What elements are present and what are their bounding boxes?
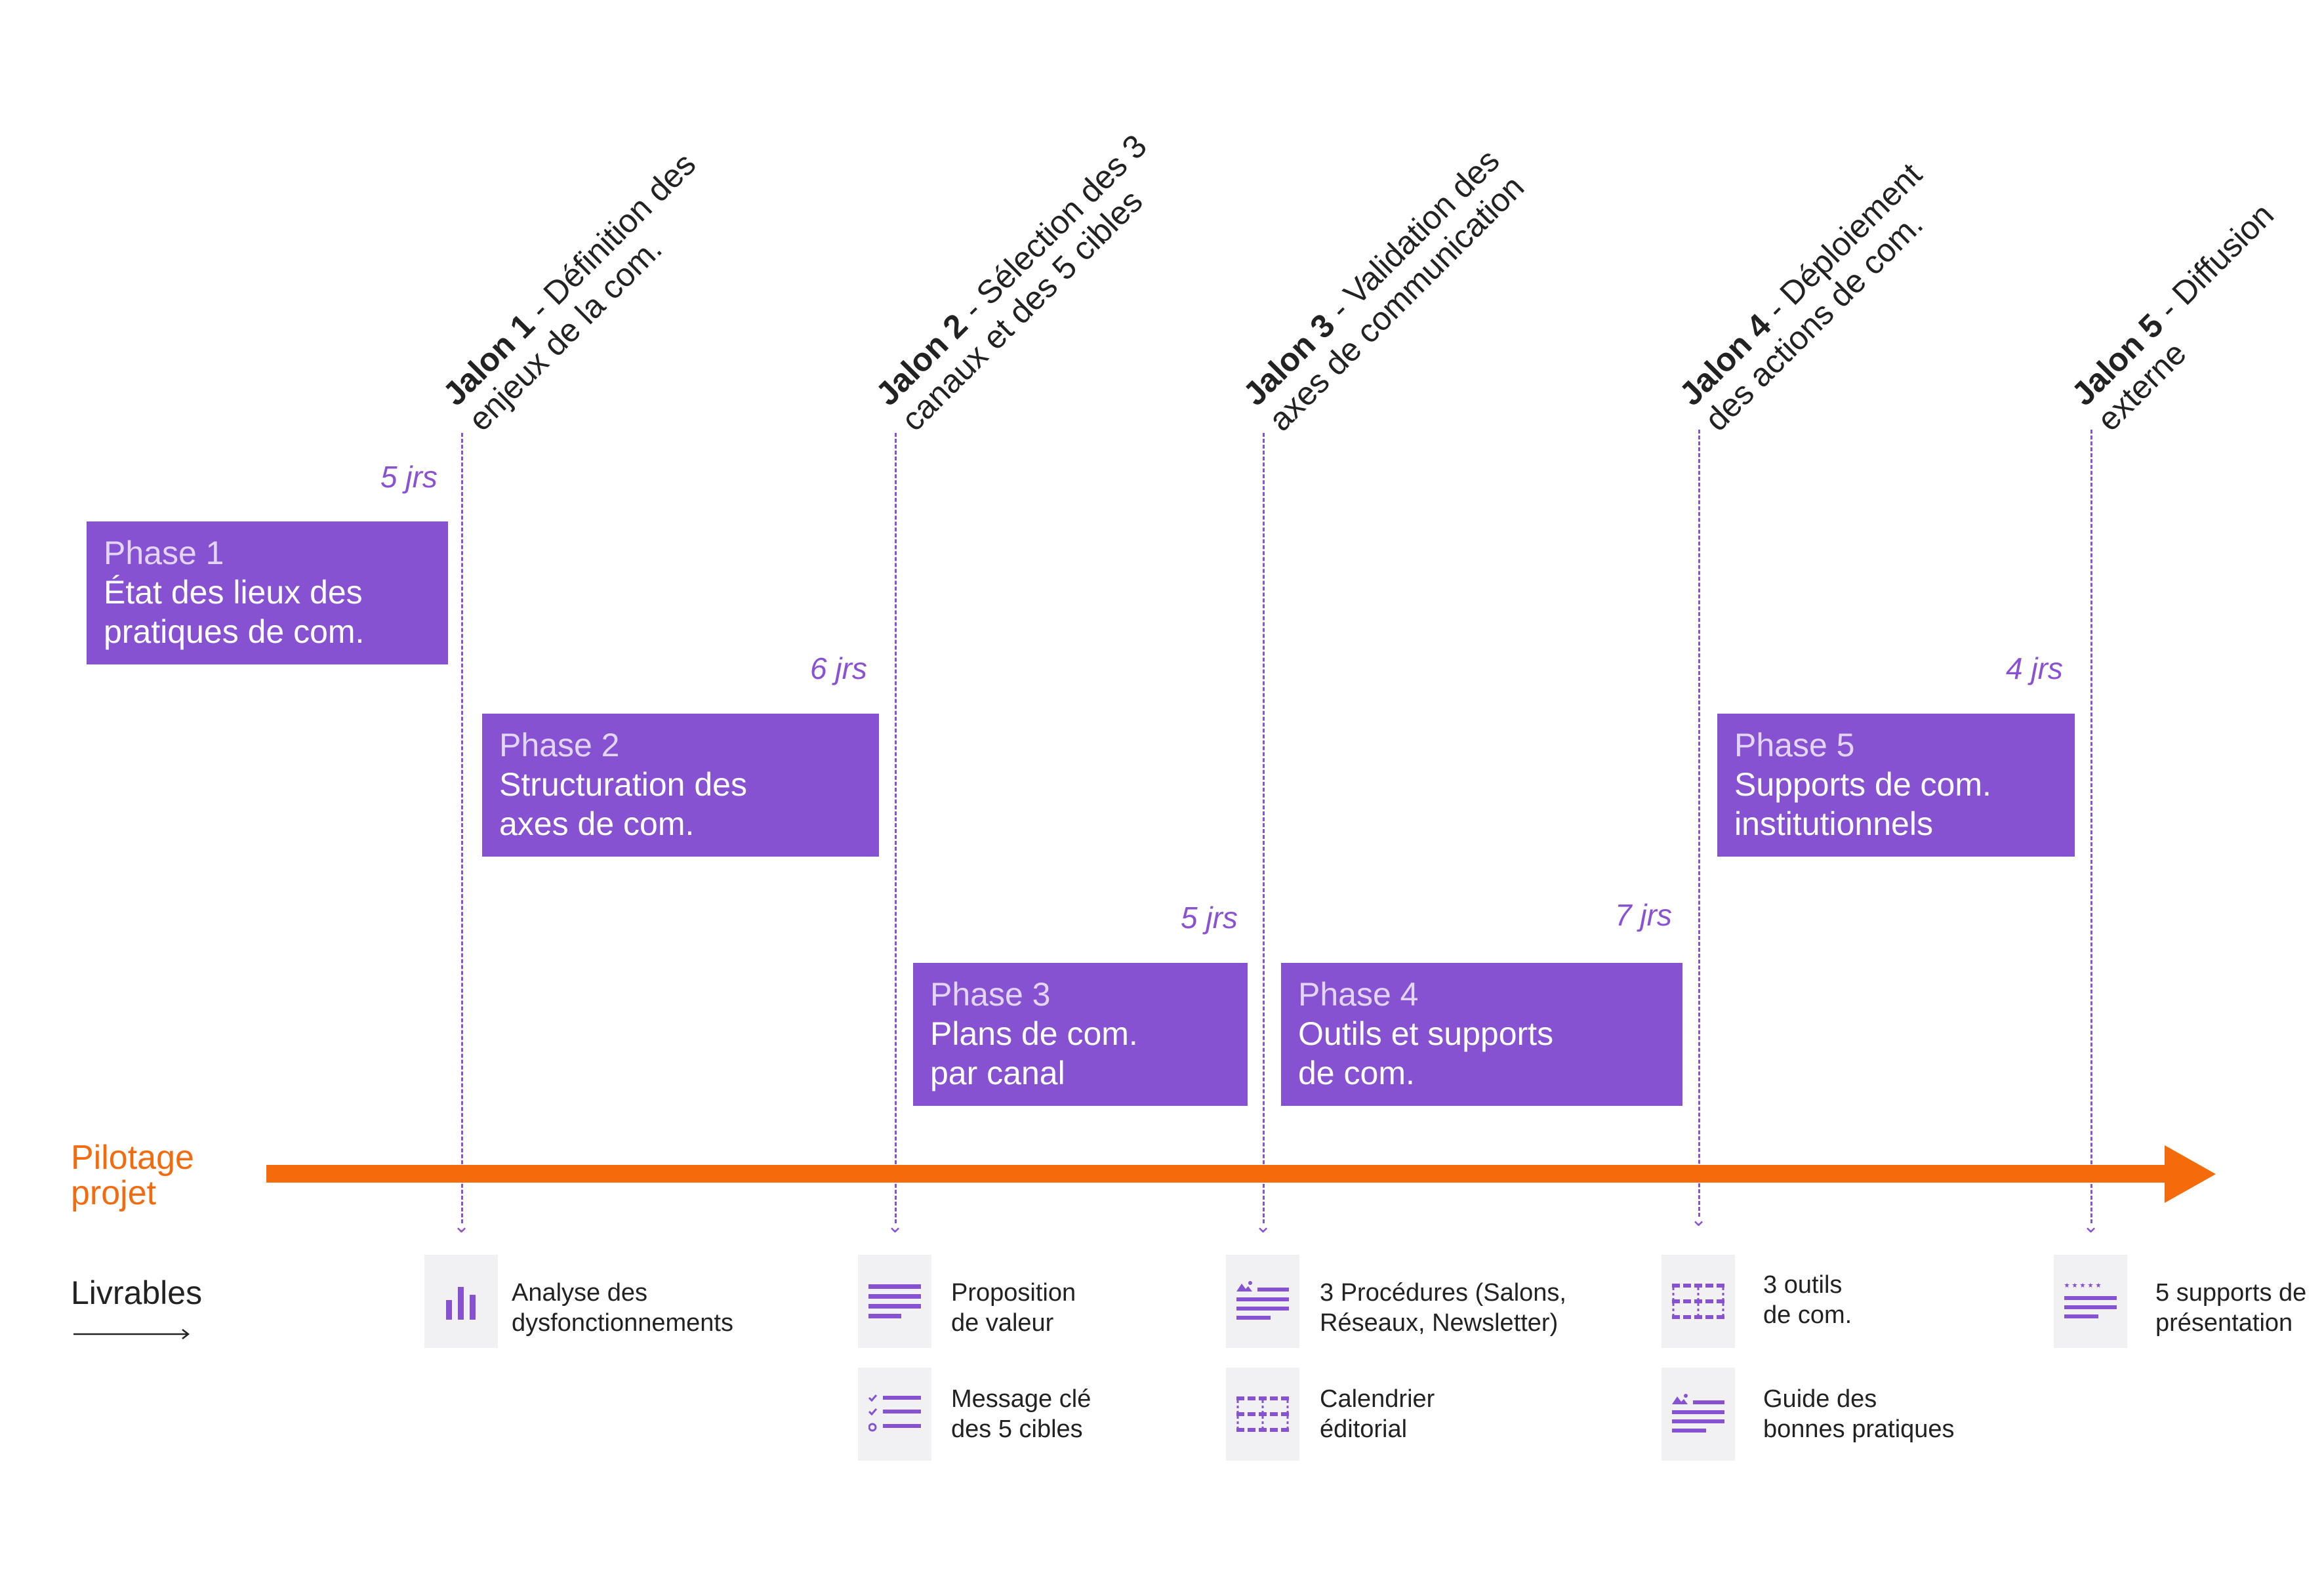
deliverable-8-label: 5 supports de présentation [2155, 1278, 2306, 1338]
phase-1-line-1: État des lieux des [104, 574, 363, 611]
deliverable-7-line-1: Guide des [1763, 1385, 1877, 1413]
jalon-2-title: Jalon 2 - Sélection des 3 canaux et des … [868, 127, 1179, 438]
deliverable-5-label: Calendrier éditorial [1320, 1384, 1435, 1444]
deliverable-4-tile [1226, 1255, 1299, 1348]
phase-5-duration: 4 jrs [2006, 651, 2063, 685]
jalon-2-text-2: canaux et des 5 cibles [894, 182, 1150, 438]
deliverable-2-line-1: Proposition [951, 1279, 1076, 1307]
phase-3-number: Phase 3 [930, 976, 1051, 1013]
phase-4-line-1: Outils et supports [1298, 1015, 1554, 1052]
jalon-3-arrow-icon: ⌄ [1255, 1215, 1272, 1237]
phase-4-line-2: de com. [1298, 1055, 1415, 1091]
deliverable-3-label: Message clé des 5 cibles [951, 1384, 1091, 1444]
phase-4-number: Phase 4 [1298, 976, 1419, 1013]
jalon-1-text-2: enjeux de la com. [461, 230, 669, 438]
deliverable-8-line-1: 5 supports de [2155, 1279, 2307, 1307]
phase-2-line-2: axes de com. [499, 805, 695, 842]
phase-4-duration: 7 jrs [1615, 898, 1672, 932]
phase-4-box: Phase 4 Outils et supports de com. [1281, 963, 1682, 1106]
deliverable-8-tile [2054, 1255, 2127, 1348]
jalon-5-line [2090, 430, 2092, 1223]
rating-list-icon [2064, 1283, 2117, 1318]
deliverable-6-line-1: 3 outils [1763, 1271, 1843, 1299]
pilotage-bar [266, 1165, 2169, 1183]
phase-5-number: Phase 5 [1734, 727, 1855, 763]
jalon-3-text-2: axes de communication [1261, 168, 1532, 438]
jalon-2-arrow-icon: ⌄ [887, 1215, 904, 1237]
pilotage-label: Pilotage projet [71, 1140, 194, 1211]
jalon-5-title: Jalon 5 - Diffusion externe [2064, 196, 2306, 438]
phase-1-box: Phase 1 État des lieux des pratiques de … [87, 521, 448, 664]
phase-1-line-2: pratiques de com. [104, 613, 365, 650]
deliverable-7-line-2: bonnes pratiques [1763, 1415, 1955, 1443]
deliverable-6-label: 3 outils de com. [1763, 1270, 1852, 1330]
jalon-4-arrow-icon: ⌄ [1690, 1209, 1707, 1230]
phase-2-box: Phase 2 Structuration des axes de com. [482, 714, 879, 857]
deliverable-1-line-2: dysfonctionnements [512, 1309, 733, 1337]
jalon-1-arrow-icon: ⌄ [453, 1215, 470, 1237]
deliverable-7-label: Guide des bonnes pratiques [1763, 1384, 1955, 1444]
deliverable-5-line-2: éditorial [1320, 1415, 1408, 1443]
jalon-4-text-2: des actions de com. [1698, 205, 1930, 438]
deliverable-8-line-2: présentation [2155, 1309, 2293, 1337]
phase-2-duration: 6 jrs [810, 651, 867, 685]
image-text-icon [1672, 1394, 1724, 1433]
phase-1-duration: 5 jrs [380, 460, 438, 494]
bar-chart-icon [446, 1287, 476, 1320]
phase-3-line-2: par canal [930, 1055, 1065, 1091]
deliverable-4-line-2: Réseaux, Newsletter) [1320, 1309, 1559, 1337]
pilotage-line-1: Pilotage [71, 1139, 194, 1177]
deliverable-4-label: 3 Procédures (Salons, Réseaux, Newslette… [1320, 1278, 1566, 1338]
jalon-3-title: Jalon 3 - Validation des axes de communi… [1236, 142, 1532, 438]
phase-3-box: Phase 3 Plans de com. par canal [913, 963, 1248, 1106]
text-lines-icon [868, 1284, 921, 1318]
phase-1-number: Phase 1 [104, 535, 224, 571]
image-text-icon [1236, 1281, 1289, 1320]
deliverable-6-tile [1661, 1255, 1735, 1348]
phase-2-number: Phase 2 [499, 727, 620, 763]
deliverable-1-line-1: Analyse des [512, 1279, 648, 1307]
jalon-1-line [461, 433, 463, 1223]
phase-2-line-1: Structuration des [499, 766, 747, 803]
deliverable-2-label: Proposition de valeur [951, 1278, 1076, 1338]
deliverable-5-tile [1226, 1368, 1299, 1461]
deliverable-1-label: Analyse des dysfonctionnements [512, 1278, 733, 1338]
jalon-3-line [1263, 433, 1265, 1223]
deliverable-5-line-1: Calendrier [1320, 1385, 1435, 1413]
phase-3-line-1: Plans de com. [930, 1015, 1138, 1052]
livrables-arrow-icon [73, 1329, 190, 1339]
deliverable-4-line-1: 3 Procédures (Salons, [1320, 1279, 1566, 1307]
deliverable-3-tile [858, 1368, 931, 1461]
deliverable-3-line-1: Message clé [951, 1385, 1091, 1413]
calendar-grid-icon [1672, 1284, 1724, 1319]
phase-3-duration: 5 jrs [1181, 901, 1238, 935]
checklist-icon [868, 1394, 921, 1432]
phase-5-box: Phase 5 Supports de com. institutionnels [1717, 714, 2075, 857]
phase-5-line-2: institutionnels [1734, 805, 1933, 842]
jalon-5-arrow-icon: ⌄ [2083, 1215, 2100, 1237]
phase-5-line-1: Supports de com. [1734, 766, 1991, 803]
deliverable-2-tile [858, 1255, 931, 1348]
jalon-1-title: Jalon 1 - Définition des enjeux de la co… [436, 146, 728, 438]
deliverable-6-line-2: de com. [1763, 1301, 1852, 1329]
deliverable-1-tile [424, 1255, 498, 1348]
deliverable-7-tile [1661, 1368, 1735, 1461]
calendar-grid-icon [1236, 1396, 1289, 1432]
jalon-4-line [1698, 430, 1700, 1217]
deliverable-3-line-2: des 5 cibles [951, 1415, 1083, 1443]
pilotage-arrow-head-icon [2165, 1145, 2216, 1203]
deliverable-2-line-2: de valeur [951, 1309, 1054, 1337]
pilotage-line-2: projet [71, 1174, 157, 1212]
livrables-label: Livrables [71, 1274, 203, 1311]
jalon-4-title: Jalon 4 - Déploiement des actions de com… [1672, 156, 1955, 438]
jalon-2-line [895, 433, 897, 1223]
